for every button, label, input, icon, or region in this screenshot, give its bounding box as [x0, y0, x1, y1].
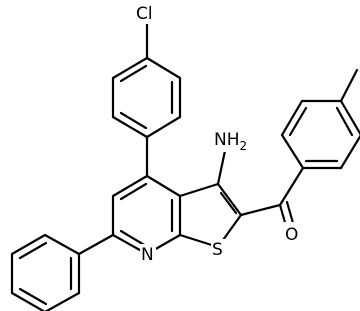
- tolyl-ring: [280, 99, 360, 170]
- nitrogen-label: N: [141, 245, 154, 265]
- thiophene-ring: [178, 182, 243, 249]
- phenyl-link-bond: [77, 233, 115, 256]
- methyl-bond: [339, 68, 359, 103]
- chlorophenyl-ring: [111, 56, 182, 139]
- phenyl-ring: [10, 233, 81, 311]
- amino-label: NH2: [214, 130, 247, 153]
- thiophene-carbonyl-bond: [239, 203, 282, 217]
- pyridine-ring: [111, 174, 182, 256]
- oxygen-label: O: [285, 225, 298, 245]
- sulfur-label: S: [212, 240, 223, 260]
- carbonyl-aryl-bond: [278, 166, 305, 207]
- c-n-amino-bond: [216, 144, 228, 186]
- chlorine-label: Cl: [136, 4, 153, 24]
